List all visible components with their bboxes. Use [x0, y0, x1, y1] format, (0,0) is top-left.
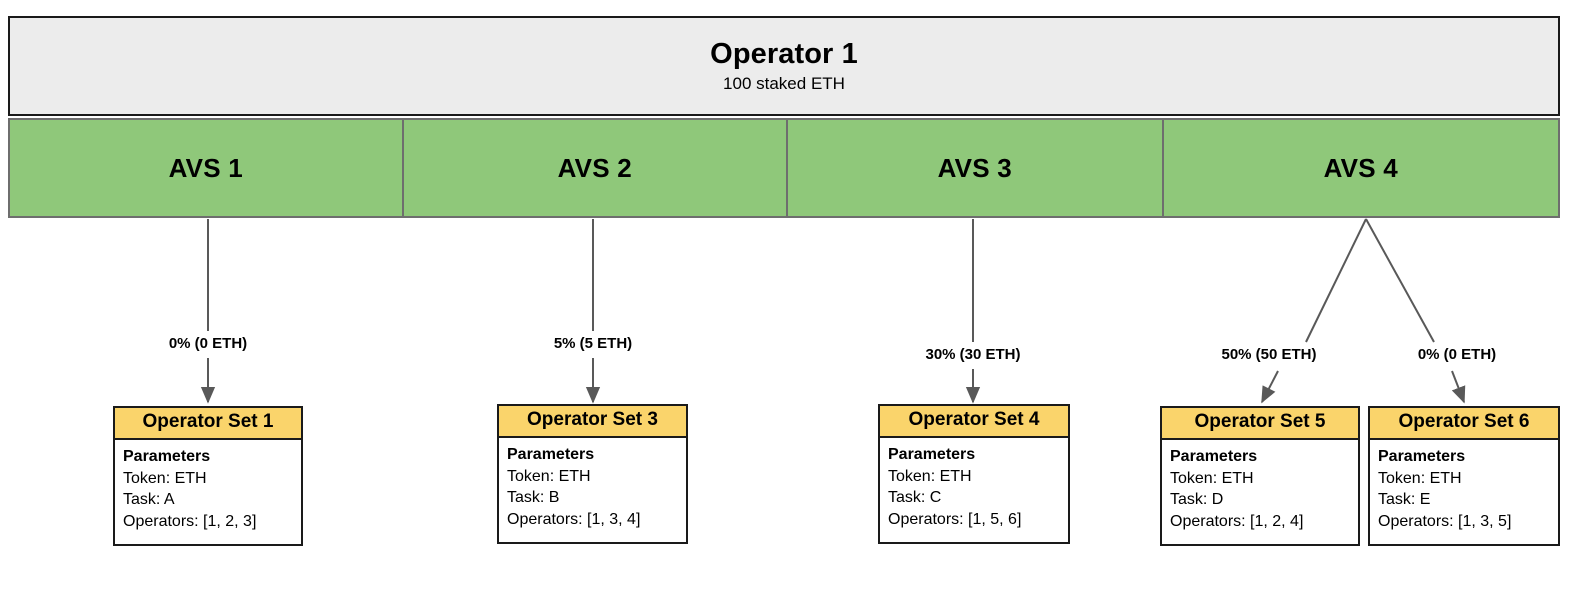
token-row-1: Token: ETH — [123, 469, 207, 487]
token-row-3: Token: ETH — [507, 467, 591, 485]
avs-label-3: AVS 3 — [937, 152, 1012, 183]
operator-set-title-3: Operator Set 3 — [499, 406, 686, 438]
avs-cell-4[interactable]: AVS 4 — [1163, 120, 1558, 216]
operator-stake: 100 staked ETH — [723, 73, 845, 93]
edge-avs4-to-opset6 — [1365, 218, 1435, 343]
task-row-1: Task: A — [123, 491, 175, 509]
task-row-5: Task: D — [1170, 491, 1224, 509]
parameters-label-3: Parameters — [507, 445, 595, 463]
operator-set-title-1: Operator Set 1 — [115, 408, 301, 440]
avs-label-4: AVS 4 — [1323, 152, 1398, 183]
allocation-label-avs1: 0% (0 ETH) — [165, 334, 251, 353]
token-row-5: Token: ETH — [1170, 469, 1254, 487]
operator-header-box: Operator 1 100 staked ETH — [8, 16, 1560, 116]
operators-row-1: Operators: [1, 2, 3] — [123, 513, 257, 531]
operators-row-5: Operators: [1, 2, 4] — [1170, 513, 1304, 531]
operator-set-body-5: Parameters Token: ETH Task: D Operators:… — [1162, 440, 1358, 540]
operator-set-body-4: Parameters Token: ETH Task: C Operators:… — [880, 438, 1068, 538]
task-row-4: Task: C — [888, 489, 942, 507]
operator-set-box-3[interactable]: Operator Set 3 Parameters Token: ETH Tas… — [497, 404, 688, 544]
operator-set-title-4: Operator Set 4 — [880, 406, 1068, 438]
operators-row-6: Operators: [1, 3, 5] — [1378, 513, 1512, 531]
operator-set-body-3: Parameters Token: ETH Task: B Operators:… — [499, 438, 686, 538]
operator-set-title-5: Operator Set 5 — [1162, 408, 1358, 440]
avs-cell-3[interactable]: AVS 3 — [788, 120, 1164, 216]
operator-set-box-6[interactable]: Operator Set 6 Parameters Token: ETH Tas… — [1368, 406, 1560, 546]
parameters-label-6: Parameters — [1378, 447, 1466, 465]
allocation-label-avs2: 5% (5 ETH) — [550, 334, 636, 353]
avs-cell-2[interactable]: AVS 2 — [403, 120, 788, 216]
parameters-label-5: Parameters — [1170, 447, 1258, 465]
avs-band: AVS 1 AVS 2 AVS 3 AVS 4 — [8, 118, 1560, 218]
operator-set-box-5[interactable]: Operator Set 5 Parameters Token: ETH Tas… — [1160, 406, 1360, 546]
edge-avs4-to-opset5 — [1305, 218, 1367, 343]
avs-label-1: AVS 1 — [168, 152, 243, 183]
edge-avs4-to-opset6-arrow — [1451, 370, 1466, 404]
operator-set-box-1[interactable]: Operator Set 1 Parameters Token: ETH Tas… — [113, 406, 303, 546]
edge-avs4-to-opset5-arrow — [1261, 370, 1279, 404]
operator-name: Operator 1 — [710, 38, 858, 71]
allocation-label-avs4-opset5: 50% (50 ETH) — [1218, 345, 1320, 364]
operators-row-3: Operators: [1, 3, 4] — [507, 511, 641, 529]
operator-set-body-6: Parameters Token: ETH Task: E Operators:… — [1370, 440, 1558, 540]
operators-row-4: Operators: [1, 5, 6] — [888, 511, 1022, 529]
token-row-6: Token: ETH — [1378, 469, 1462, 487]
token-row-4: Token: ETH — [888, 467, 972, 485]
parameters-label-4: Parameters — [888, 445, 976, 463]
task-row-3: Task: B — [507, 489, 560, 507]
avs-cell-1[interactable]: AVS 1 — [10, 120, 404, 216]
operator-set-body-1: Parameters Token: ETH Task: A Operators:… — [115, 440, 301, 540]
operator-set-title-6: Operator Set 6 — [1370, 408, 1558, 440]
operator-set-box-4[interactable]: Operator Set 4 Parameters Token: ETH Tas… — [878, 404, 1070, 544]
parameters-label-1: Parameters — [123, 447, 211, 465]
task-row-6: Task: E — [1378, 491, 1431, 509]
avs-label-2: AVS 2 — [557, 152, 632, 183]
allocation-label-avs3: 30% (30 ETH) — [922, 345, 1024, 364]
allocation-label-avs4-opset6: 0% (0 ETH) — [1414, 345, 1500, 364]
